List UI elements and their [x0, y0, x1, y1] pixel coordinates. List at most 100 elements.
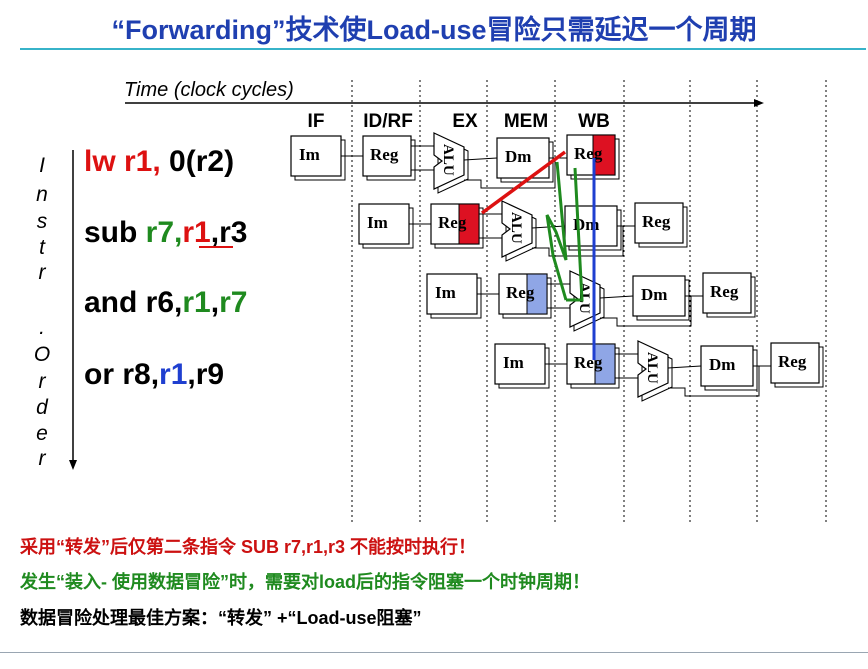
bottom-divider [0, 652, 868, 653]
box-shadow [502, 277, 552, 319]
alu-label: ALU [644, 352, 660, 384]
note-load-use-stall: 发生“装入- 使用数据冒险”时，需要对load后的指令阻塞一个时钟周期！ [20, 572, 590, 592]
note-best-solution: 数据冒险处理最佳方案：“转发” +“Load-use阻塞” [20, 608, 422, 628]
time-arrow-head [754, 99, 764, 107]
box-shadow [570, 138, 620, 180]
reg-label: Reg [710, 282, 739, 301]
reg-box [702, 272, 752, 314]
instr-part: lw r1, [84, 145, 161, 178]
reg-label: Reg [438, 213, 467, 232]
instr-part: 0(r2) [161, 145, 234, 178]
alu-shape [433, 132, 465, 190]
note-forwarding-sub: 采用“转发”后仅第二条指令 SUB r7,r1,r3 不能按时执行！ [20, 537, 477, 557]
instr-part: r7, [146, 216, 183, 249]
alu-shape [501, 200, 533, 258]
clock-cycle-dividers [351, 80, 827, 525]
forwarding-paths [480, 150, 596, 360]
box-shadow [704, 349, 758, 391]
stage-label: ID/RF [363, 111, 413, 132]
reg-box [770, 342, 820, 384]
im-label: Im [435, 283, 456, 302]
instruction-0: lw r1, 0(r2) [84, 145, 234, 178]
forward-green [545, 161, 568, 301]
box-shadow [366, 139, 416, 181]
reg-label: Reg [778, 352, 807, 371]
dm-box [632, 275, 686, 317]
im-box [426, 273, 478, 315]
reg-box [362, 135, 412, 177]
instr-part: ,r9 [187, 358, 224, 391]
order-letter: d [36, 396, 49, 419]
box-shadow [568, 209, 622, 251]
stage-label: MEM [504, 111, 548, 132]
instr-part: r7 [219, 286, 247, 319]
order-letter: e [36, 422, 48, 445]
box-shadow [362, 207, 414, 249]
alu-label: ALU [508, 212, 524, 244]
reg-highlight [526, 273, 548, 315]
reg-label: Reg [506, 283, 535, 302]
title-divider [20, 48, 866, 50]
dm-label: Dm [505, 147, 531, 166]
im-label: Im [503, 353, 524, 372]
instruction-2: and r6,r1,r7 [84, 286, 247, 319]
order-arrow-head [69, 460, 77, 470]
box-shadow [294, 139, 346, 181]
box-shadow [636, 279, 690, 321]
box-shadow [498, 347, 550, 389]
pipeline-row-3: Im Reg ALU Dm Reg [494, 340, 824, 402]
instr-part: sub [84, 216, 146, 249]
order-letter: n [36, 183, 48, 206]
alu-label: ALU [440, 144, 456, 176]
wire [667, 365, 702, 369]
dm-label: Dm [709, 355, 735, 374]
box-shadow [500, 141, 554, 183]
pipeline-row-2: Im Reg ALU Dm Reg [426, 270, 756, 332]
reg-label: Reg [642, 212, 671, 231]
order-letter: r [39, 447, 47, 470]
box-shadow [430, 277, 482, 319]
page-title: “Forwarding”技术使Load-use冒险只需延迟一个周期 [111, 15, 757, 45]
instr-part: r1 [159, 358, 187, 391]
order-letter: . [39, 316, 45, 339]
instruction-1: sub r7,r1,r3 [84, 216, 247, 249]
order-letter: r [39, 261, 47, 284]
box-shadow [638, 206, 688, 248]
wire [599, 295, 634, 299]
instr-part: , [211, 286, 219, 319]
instr-part: r1 [182, 286, 210, 319]
forward-green-2 [566, 167, 584, 302]
order-letter: r [39, 370, 47, 393]
order-letter: s [37, 210, 48, 233]
forward-red [480, 150, 567, 215]
reg-label: Reg [574, 353, 603, 372]
instr-part: or r8, [84, 358, 159, 391]
im-label: Im [299, 145, 320, 164]
box-shadow [570, 347, 620, 389]
dm-label: Dm [641, 285, 667, 304]
order-letter: O [34, 343, 50, 366]
instruction-3: or r8,r1,r9 [84, 358, 224, 391]
im-box [358, 203, 410, 245]
instr-part: ,r3 [211, 216, 248, 249]
box-shadow [774, 346, 824, 388]
instr-part: r1 [182, 216, 210, 249]
time-axis: Time (clock cycles) [124, 79, 764, 107]
order-letter: t [39, 236, 46, 259]
alu-label: ALU [576, 282, 592, 314]
instr-part: and r6, [84, 286, 182, 319]
reg-label: Reg [370, 145, 399, 164]
reg-highlight [458, 203, 480, 245]
im-label: Im [367, 213, 388, 232]
reg-highlight [592, 134, 616, 176]
reg-highlight [594, 343, 616, 385]
box-shadow [706, 276, 756, 318]
reg-box [634, 202, 684, 244]
